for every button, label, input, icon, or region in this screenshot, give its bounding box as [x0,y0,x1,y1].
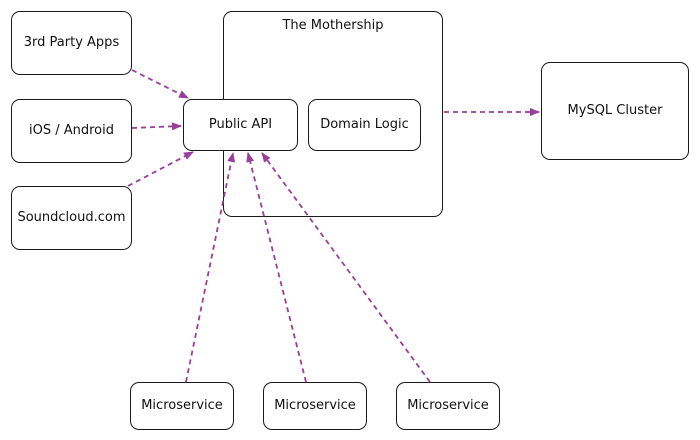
microservice-node-3: Microservice [396,382,500,430]
mysql-cluster-node: MySQL Cluster [541,62,689,160]
ios-android-label: iOS / Android [28,123,114,139]
third-party-apps-label: 3rd Party Apps [23,35,120,51]
domain-logic-node: Domain Logic [308,99,421,151]
microservice-label-1: Microservice [141,398,223,414]
microservice-node-1: Microservice [130,382,234,430]
mysql-cluster-label: MySQL Cluster [567,103,663,119]
domain-logic-label: Domain Logic [320,117,409,133]
public-api-label: Public API [208,117,273,133]
public-api-node: Public API [183,99,298,151]
microservice-label-2: Microservice [274,398,356,414]
edge-soundcloud-to-publicapi [127,151,194,187]
mothership-label: The Mothership [282,18,384,33]
soundcloud-label: Soundcloud.com [17,210,126,226]
microservice-node-2: Microservice [263,382,367,430]
edge-3rdparty-to-publicapi [131,69,189,99]
edge-ios-to-publicapi [131,122,182,131]
ios-android-node: iOS / Android [11,99,132,163]
microservice-label-3: Microservice [407,398,489,414]
third-party-apps-node: 3rd Party Apps [11,11,132,75]
soundcloud-node: Soundcloud.com [11,186,132,250]
